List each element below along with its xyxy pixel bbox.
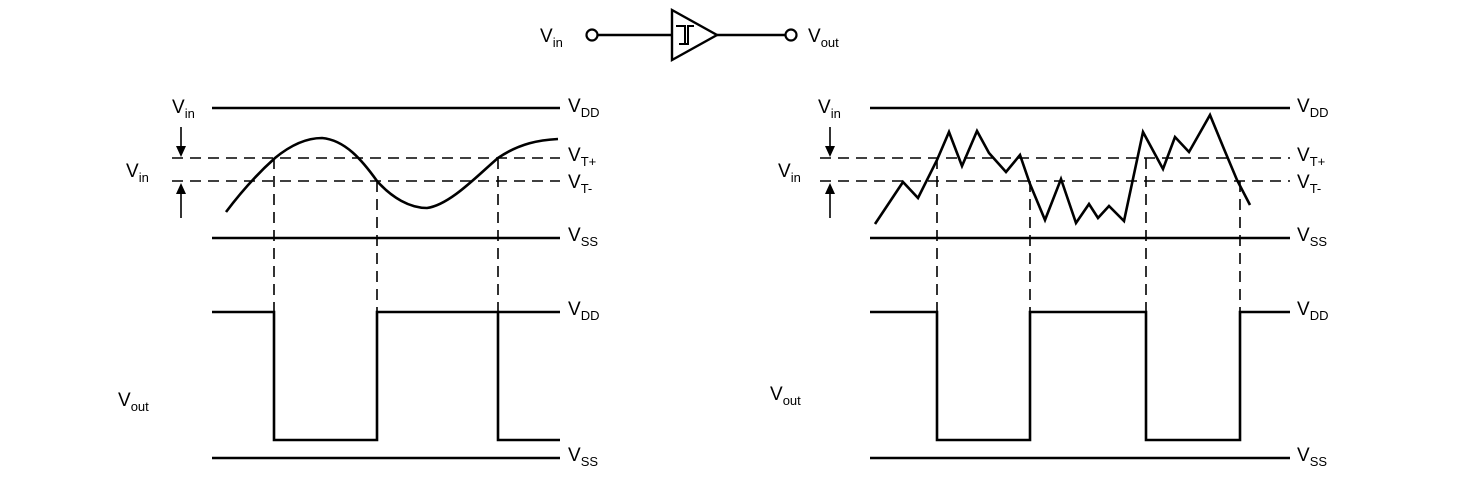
hysteresis-icon [676,25,694,45]
vout-label: Vout [770,384,801,408]
symbol-input-label: Vin [540,26,563,50]
buffer-triangle [670,7,720,63]
symbol-output-label: Vout [808,26,839,50]
vt-plus-label: VT+ [1297,145,1325,169]
vdd-label: VDD [568,96,599,120]
output-vdd-label: VDD [1297,299,1328,323]
down-arrow-head [176,146,186,157]
vt-minus-label: VT- [568,172,592,196]
vin-side-label: Vin [126,161,149,185]
vdd-label: VDD [1297,96,1328,120]
up-arrow-head [825,183,835,194]
output-vss-label: VSS [1297,445,1327,469]
vin-top-label: Vin [818,97,841,121]
schmitt-trigger-symbol: Vin Vout [540,7,839,63]
output-waveform [212,310,560,442]
output-waveform [870,310,1290,442]
up-arrow-head [176,183,186,194]
vin-side-label: Vin [778,161,801,185]
panel-right: Vin Vin VDD VT+ VT- VSS VDD VSS Vout [770,96,1328,469]
panel-left: Vin Vin VDD VT+ VT- VSS VDD VSS Vout [118,96,599,469]
output-vdd-label: VDD [568,299,599,323]
output-terminal [784,28,798,42]
vin-top-label: Vin [172,97,195,121]
input-waveform [873,112,1252,226]
vss-label: VSS [568,225,598,249]
output-vss-label: VSS [568,445,598,469]
input-terminal [585,28,599,42]
down-arrow-head [825,146,835,157]
vt-minus-label: VT- [1297,172,1321,196]
vout-label: Vout [118,390,149,414]
vt-plus-label: VT+ [568,145,596,169]
vss-label: VSS [1297,225,1327,249]
input-waveform [224,136,559,213]
